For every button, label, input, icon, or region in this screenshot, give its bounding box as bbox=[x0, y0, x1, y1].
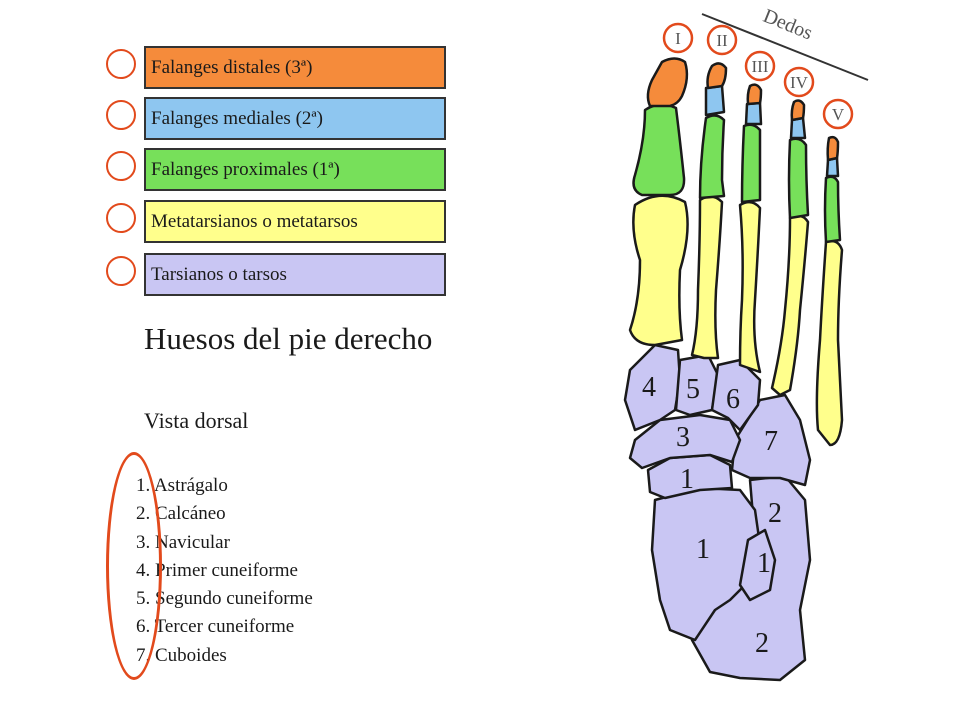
tarsal-number: 5 bbox=[686, 374, 700, 405]
toe-numeral: II bbox=[716, 31, 728, 50]
bone-medial-2 bbox=[704, 84, 726, 117]
bone-medial-3 bbox=[744, 101, 763, 126]
bone-navicular bbox=[628, 413, 742, 470]
tarsal-number: 1 bbox=[757, 548, 771, 579]
bone-distal-5 bbox=[826, 135, 840, 162]
diagram-subtitle: Vista dorsal bbox=[144, 408, 249, 433]
bone-proximal-1 bbox=[632, 103, 686, 197]
bone-list-item: 6. Tercer cuneiforme bbox=[136, 616, 295, 638]
legend-circle-tarsal bbox=[106, 256, 136, 286]
legend-circle-metatarsal bbox=[106, 203, 136, 233]
list-annotation-oval bbox=[106, 452, 162, 680]
legend-box-medial: Falanges mediales (2ª) bbox=[144, 97, 446, 140]
bone-distal-2 bbox=[706, 62, 728, 90]
toes-label: Dedos bbox=[760, 5, 816, 45]
bone-metatarsal-1 bbox=[628, 194, 689, 347]
bone-list-item: 2. Calcáneo bbox=[136, 503, 226, 525]
toe-numeral: I bbox=[675, 29, 681, 48]
bone-proximal-3 bbox=[740, 123, 762, 204]
legend-box-tarsal: Tarsianos o tarsos bbox=[144, 253, 446, 296]
tarsal-number: 4 bbox=[642, 372, 656, 403]
bone-distal-1 bbox=[646, 57, 689, 108]
legend-box-proximal: Falanges proximales (1ª) bbox=[144, 148, 446, 191]
toe-circle bbox=[662, 22, 694, 54]
legend-box-distal: Falanges distales (3ª) bbox=[144, 46, 446, 89]
toe-numeral: IV bbox=[790, 73, 809, 92]
tarsal-number: 3 bbox=[676, 422, 690, 453]
toes-bracket-line bbox=[701, 13, 869, 81]
bone-list-item: 3. Navicular bbox=[136, 531, 230, 553]
tarsal-number: 2 bbox=[768, 498, 782, 529]
tarsal-number: 1 bbox=[680, 464, 694, 495]
toe-numeral: III bbox=[752, 57, 769, 76]
bone-metatarsal-3 bbox=[738, 200, 762, 374]
legend-circle-medial bbox=[106, 100, 136, 130]
bone-list-item: 4. Primer cuneiforme bbox=[136, 559, 298, 581]
bone-talus bbox=[650, 486, 762, 642]
bone-metatarsal-5 bbox=[815, 239, 844, 447]
toe-circle bbox=[706, 24, 738, 56]
toe-circle bbox=[744, 50, 776, 82]
toe-circle bbox=[783, 66, 815, 98]
bone-proximal-4 bbox=[787, 137, 810, 220]
toe-numeral: V bbox=[832, 105, 845, 124]
toe-circle bbox=[822, 98, 854, 130]
legend-box-metatarsal: Metatarsianos o metatarsos bbox=[144, 200, 446, 243]
bone-metatarsal-2 bbox=[690, 195, 724, 360]
bone-list-item: 5. Segundo cuneiforme bbox=[136, 588, 313, 610]
bone-distal-3 bbox=[746, 83, 763, 106]
bone-distal-4 bbox=[790, 99, 806, 122]
bone-list: 1. Astrágalo 2. Calcáneo 3. Navicular 4.… bbox=[136, 472, 313, 670]
tarsal-number: 6 bbox=[726, 384, 740, 415]
tarsal-number: 2 bbox=[755, 628, 769, 659]
foot-diagram: Dedos 4 5 6 3 7 1 2 1 1 2 I II I bbox=[623, 5, 869, 682]
bone-proximal-2 bbox=[698, 114, 726, 200]
bone-list-item: 1. Astrágalo bbox=[136, 475, 228, 496]
legend-circle-distal bbox=[106, 49, 136, 79]
diagram-title: Huesos del pie derecho bbox=[144, 321, 433, 356]
bone-cuboid bbox=[730, 393, 812, 487]
legend-circle-proximal bbox=[106, 151, 136, 181]
bone-proximal-5 bbox=[823, 175, 842, 244]
tarsal-number: 1 bbox=[696, 534, 710, 565]
bone-metatarsal-4 bbox=[770, 214, 810, 397]
bone-list-item: 7. Cuboides bbox=[136, 644, 227, 666]
bone-talus-head bbox=[738, 528, 777, 602]
tarsal-number: 7 bbox=[764, 426, 778, 457]
